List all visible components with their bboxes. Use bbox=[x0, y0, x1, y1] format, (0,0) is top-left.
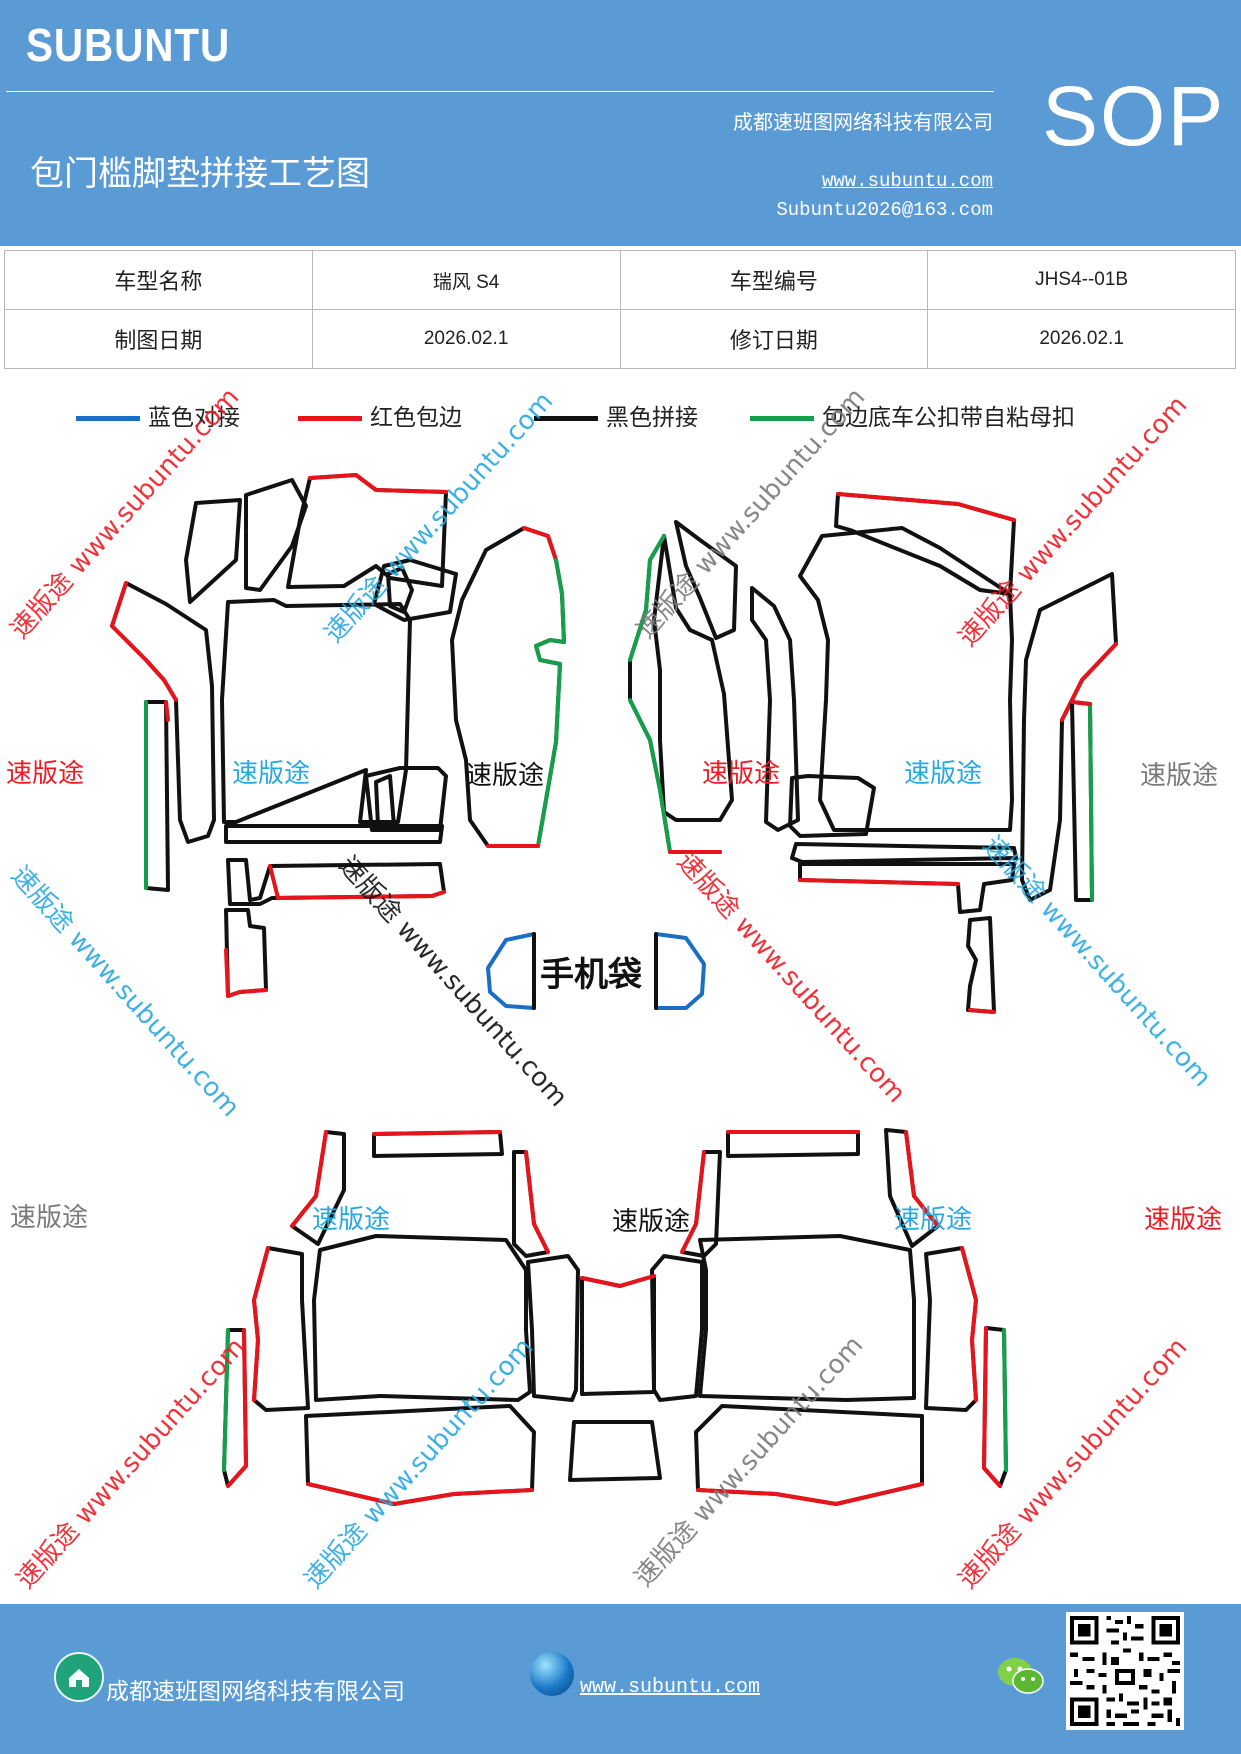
mat-piece bbox=[798, 526, 1014, 832]
watermark-brand: 速版途 bbox=[466, 761, 544, 791]
front-left-mat-group bbox=[110, 473, 566, 998]
phone-bag-group bbox=[486, 932, 706, 1010]
model-code-label: 车型编号 bbox=[619, 250, 929, 310]
table-row: 车型名称 瑞风 S4 车型编号 JHS4--01B bbox=[4, 250, 1236, 310]
watermark-brand: 速版途 bbox=[312, 1205, 390, 1235]
home-icon bbox=[54, 1652, 104, 1702]
mat-piece bbox=[386, 566, 414, 614]
legend-label: 黑色拼接 bbox=[606, 405, 698, 431]
table-row: 制图日期 2026.02.1 修订日期 2026.02.1 bbox=[4, 309, 1236, 369]
mat-piece bbox=[110, 581, 216, 844]
legend-label: 红色包边 bbox=[370, 405, 462, 431]
mat-piece bbox=[526, 1254, 580, 1402]
watermark-brand: 速版途 bbox=[10, 1203, 88, 1233]
watermark-diagonal: 速版途 www.subuntu.com bbox=[11, 1332, 251, 1594]
watermark-brand: 速版途 bbox=[894, 1205, 972, 1235]
watermark-diagonal: 速版途 www.subuntu.com bbox=[299, 1332, 539, 1594]
watermark-diagonal: 速版途 www.subuntu.com bbox=[333, 851, 573, 1113]
revise-date-value: 2026.02.1 bbox=[927, 309, 1236, 369]
legend-label: 包边底车公扣带自粘母扣 bbox=[822, 405, 1075, 431]
revise-date-label: 修订日期 bbox=[619, 309, 929, 369]
brand-logo: SUBUNTU bbox=[26, 19, 231, 71]
header-banner bbox=[0, 0, 1241, 246]
watermark-diagonal: 速版途 www.subuntu.com bbox=[671, 847, 911, 1109]
front-right-mat-group bbox=[628, 492, 1118, 1014]
mat-piece bbox=[1020, 572, 1118, 902]
header-company: 成都速班图网络科技有限公司 bbox=[733, 110, 993, 134]
watermark-diagonal: 速版途 www.subuntu.com bbox=[5, 382, 245, 644]
draw-date-value: 2026.02.1 bbox=[311, 309, 621, 369]
mat-piece bbox=[224, 908, 268, 998]
watermark-diagonal: 速版途 www.subuntu.com bbox=[977, 831, 1217, 1093]
mat-piece bbox=[220, 598, 412, 824]
rear-mat-group bbox=[222, 1128, 1008, 1506]
page-title: 包门槛脚垫拼接工艺图 bbox=[30, 154, 370, 194]
mat-piece bbox=[374, 774, 396, 828]
wechat-icon[interactable] bbox=[996, 1654, 1046, 1702]
watermark-diagonal: 速版途 www.subuntu.com bbox=[953, 390, 1193, 652]
footer-company: 成都速班图网络科技有限公司 bbox=[106, 1679, 405, 1705]
vehicle-info-table: 车型名称 瑞风 S4 车型编号 JHS4--01B 制图日期 2026.02.1… bbox=[4, 250, 1236, 369]
qr-code[interactable] bbox=[1066, 1612, 1184, 1730]
legend-label: 蓝色对接 bbox=[148, 405, 240, 431]
watermark-brand: 速版途 bbox=[1144, 1205, 1222, 1235]
mat-piece bbox=[966, 916, 996, 1014]
legend-swatch-red bbox=[298, 416, 362, 421]
header-website-link[interactable]: www.subuntu.com bbox=[821, 170, 993, 192]
mat-piece bbox=[788, 774, 876, 838]
phone-bag-right bbox=[654, 932, 706, 1010]
mat-piece bbox=[144, 700, 170, 892]
model-name-value: 瑞风 S4 bbox=[311, 250, 621, 310]
model-name-label: 车型名称 bbox=[4, 250, 313, 310]
watermark-diagonal: 速版途 www.subuntu.com bbox=[319, 386, 559, 648]
mat-piece bbox=[652, 534, 734, 822]
watermark-brand: 速版途 bbox=[612, 1207, 690, 1237]
header-divider bbox=[6, 91, 994, 92]
phone-bag-left bbox=[486, 932, 536, 1010]
header-email: Subuntu2026@163.com bbox=[776, 199, 993, 221]
legend-item-blue: 蓝色对接 bbox=[76, 398, 240, 432]
watermark-brand: 速版途 bbox=[232, 759, 310, 789]
watermark-brand: 速版途 bbox=[6, 759, 84, 789]
mat-piece bbox=[184, 498, 242, 604]
mat-piece bbox=[312, 1234, 532, 1402]
legend-item-green: 包边底车公扣带自粘母扣 bbox=[750, 398, 1075, 432]
mat-piece bbox=[798, 862, 1016, 914]
legend-swatch-green bbox=[750, 416, 814, 421]
watermark-brand: 速版途 bbox=[904, 759, 982, 789]
mat-piece bbox=[790, 842, 1018, 864]
sop-badge: SOP bbox=[1042, 69, 1226, 163]
watermark-brand: 速版途 bbox=[702, 759, 780, 789]
legend-swatch-blue bbox=[76, 416, 140, 421]
watermark-brand: 速版途 bbox=[1140, 761, 1218, 791]
mat-piece bbox=[674, 520, 738, 640]
draw-date-label: 制图日期 bbox=[4, 309, 313, 369]
legend-item-black: 黑色拼接 bbox=[534, 398, 698, 432]
watermark-diagonal: 速版途 www.subuntu.com bbox=[953, 1332, 1193, 1594]
phone-bag-label: 手机袋 bbox=[540, 955, 642, 995]
watermark-layer: 速版途 速版途 速版途 速版途 速版途 速版途 速版途 速版途 速版途 速版途 … bbox=[6, 759, 1222, 1237]
model-code-value: JHS4--01B bbox=[927, 250, 1236, 310]
mat-piece bbox=[364, 766, 448, 832]
legend-swatch-black bbox=[534, 416, 598, 421]
mat-piece bbox=[726, 1130, 860, 1158]
mat-piece bbox=[224, 824, 444, 844]
watermark-diagonal: 速版途 www.subuntu.com bbox=[629, 1330, 869, 1592]
mat-piece bbox=[750, 586, 800, 832]
mat-piece bbox=[244, 478, 308, 592]
mat-piece bbox=[580, 1274, 656, 1396]
mat-piece bbox=[650, 1254, 704, 1402]
footer-website-link[interactable]: www.subuntu.com bbox=[580, 1676, 761, 1699]
globe-icon bbox=[530, 1652, 574, 1696]
watermark-diagonal: 速版途 www.subuntu.com bbox=[5, 861, 245, 1123]
legend-item-red: 红色包边 bbox=[298, 398, 462, 432]
mat-piece bbox=[568, 1420, 662, 1482]
mat-piece bbox=[698, 1234, 916, 1402]
